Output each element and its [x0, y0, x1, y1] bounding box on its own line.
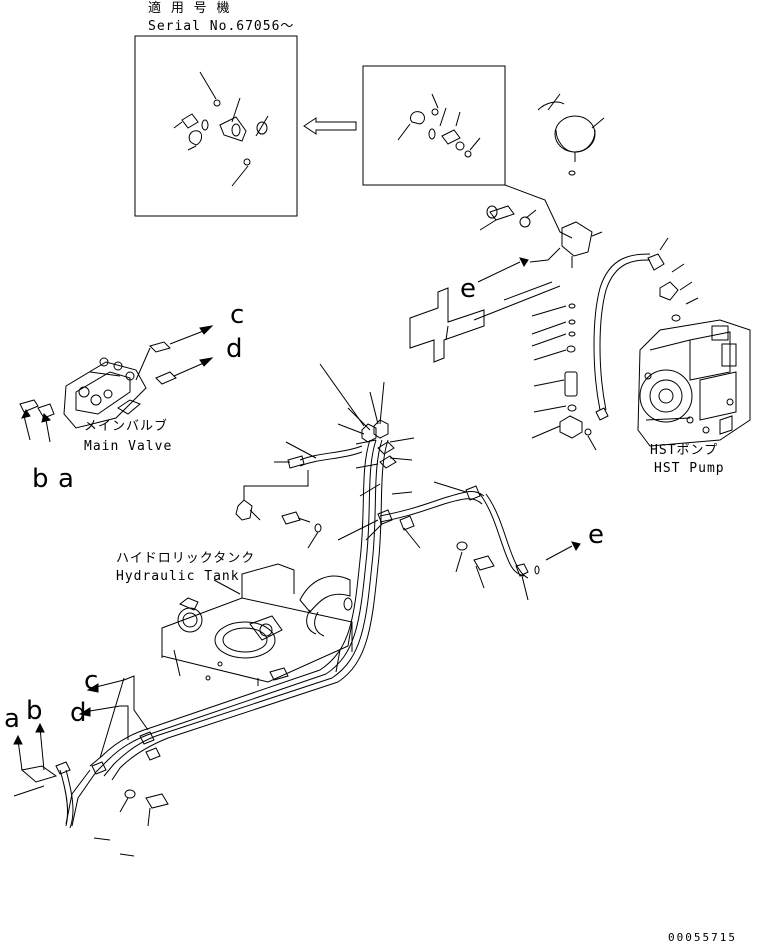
letter-b-lower: b — [26, 696, 43, 726]
letter-e-upper: e — [460, 274, 476, 304]
hose-bundle — [55, 419, 540, 829]
main-valve — [19, 325, 214, 443]
inset-serial-box — [134, 35, 298, 217]
tank-label-en: Hydraulic Tank — [116, 569, 240, 584]
letter-b-upper: b — [32, 464, 49, 494]
letter-a-lower: a — [4, 704, 20, 734]
letter-a-upper: a — [58, 464, 74, 494]
letter-d-lower: d — [70, 698, 87, 728]
fitting-stack — [531, 303, 597, 451]
arrow-e-lower — [545, 541, 581, 561]
part-number: 00055715 — [668, 931, 737, 944]
letter-c-lower: c — [84, 666, 99, 696]
bracket — [409, 281, 561, 363]
letter-e-lower: e — [588, 520, 604, 550]
hst-pump — [637, 319, 751, 447]
leader-lines — [249, 363, 529, 601]
main-valve-label-en: Main Valve — [84, 439, 173, 454]
bolt-lower — [93, 789, 169, 857]
pilot-valve-block — [479, 205, 603, 268]
arrows-lower-left — [13, 675, 149, 797]
bolts — [281, 511, 495, 589]
arrow-icon — [303, 117, 357, 135]
accumulator — [537, 93, 605, 176]
detail-box — [362, 65, 506, 186]
inset-serial: Serial No.67056～ — [148, 19, 295, 34]
inset-title-jp: 適 用 号 機 — [148, 1, 231, 16]
letter-d-upper: d — [226, 334, 243, 364]
tank-leader — [213, 579, 241, 595]
arrow-e-upper — [477, 247, 561, 283]
letter-c-upper: c — [230, 300, 245, 330]
tank-label-jp: ハイドロリックタンク — [116, 551, 256, 566]
main-valve-label-jp: メインバルブ — [84, 419, 169, 434]
hst-pump-label-en: HST Pump — [654, 461, 725, 476]
hst-pump-label-jp: HSTポンプ — [650, 443, 719, 458]
hydraulic-tank — [161, 563, 353, 686]
hst-hose — [593, 237, 699, 421]
